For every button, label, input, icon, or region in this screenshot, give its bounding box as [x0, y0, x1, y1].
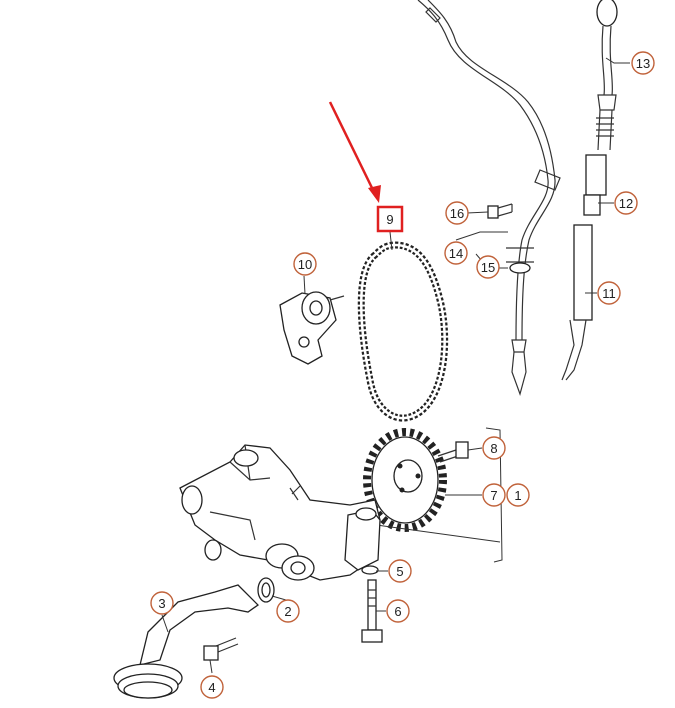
- callout-number: 13: [636, 56, 650, 71]
- highlight-arrow: [328, 101, 381, 203]
- chain-tensioner: [279, 291, 345, 365]
- callout-15: 15: [476, 255, 500, 279]
- callout-circle: [293, 252, 317, 276]
- callout-7: 7: [482, 483, 506, 507]
- callout-8: 8: [482, 436, 506, 460]
- callout-circle: [386, 599, 410, 623]
- bolt-6: [361, 579, 383, 643]
- callout-2: 2: [276, 599, 300, 623]
- callout-number: 9: [386, 212, 393, 227]
- callout-circle: [445, 201, 469, 225]
- callout-14: 14: [444, 241, 468, 265]
- intake-pipe: [113, 584, 260, 699]
- callout-16: 16: [445, 201, 469, 225]
- seal-15: [509, 262, 531, 274]
- callout-number: 16: [450, 206, 464, 221]
- callout-13: 13: [631, 51, 655, 75]
- oil-pump-body: [179, 444, 381, 581]
- callout-circle: [597, 281, 621, 305]
- callout-number: 6: [394, 604, 401, 619]
- callout-number: 12: [619, 196, 633, 211]
- callout-circle: [388, 559, 412, 583]
- bolt-8: [437, 441, 469, 463]
- callout-circle: [482, 483, 506, 507]
- callout-circle: [482, 436, 506, 460]
- callout-number: 8: [490, 441, 497, 456]
- callout-number: 10: [298, 257, 312, 272]
- oil-pump-sprocket: [363, 428, 447, 532]
- callout-6: 6: [386, 599, 410, 623]
- timing-chain: [357, 241, 449, 422]
- callout-5: 5: [388, 559, 412, 583]
- callout-12: 12: [614, 191, 638, 215]
- dipstick-guide-tube: [417, 0, 561, 396]
- callout-circle: [444, 241, 468, 265]
- callout-circle: [614, 191, 638, 215]
- callout-11: 11: [597, 281, 621, 305]
- callout-number: 14: [449, 246, 463, 261]
- callout-number: 15: [481, 260, 495, 275]
- callout-3: 3: [150, 591, 174, 615]
- leader-lines: [161, 57, 630, 674]
- highlight-box: [376, 205, 404, 233]
- callout-circle: [276, 599, 300, 623]
- callout-10: 10: [293, 252, 317, 276]
- callout-9: 9: [376, 205, 404, 233]
- callout-circle: [631, 51, 655, 75]
- callout-number: 7: [490, 488, 497, 503]
- callout-circle: [200, 675, 224, 699]
- bolt-4: [203, 637, 239, 661]
- callout-circle: [506, 483, 530, 507]
- callout-number: 4: [208, 680, 215, 695]
- callout-number: 11: [602, 286, 616, 301]
- callout-4: 4: [200, 675, 224, 699]
- callout-circle: [476, 255, 500, 279]
- callout-1: 1: [506, 483, 530, 507]
- o-ring: [257, 577, 275, 603]
- callout-number: 3: [158, 596, 165, 611]
- callout-number: 5: [396, 564, 403, 579]
- washer-5: [361, 565, 379, 575]
- bolt-16: [487, 203, 513, 219]
- callout-number: 2: [284, 604, 291, 619]
- callout-circle: [150, 591, 174, 615]
- dipstick: [561, 0, 618, 381]
- callout-number: 1: [514, 488, 521, 503]
